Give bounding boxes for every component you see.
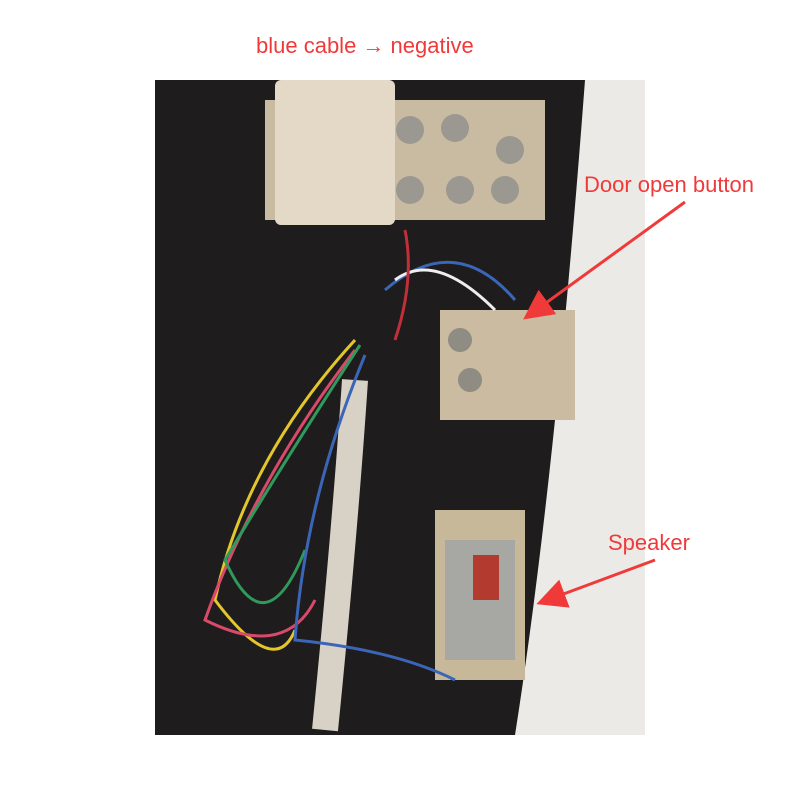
door-open-button-annotation: Door open button — [584, 172, 755, 197]
speaker-annotation: Speaker — [608, 530, 690, 555]
intercom-photo — [155, 80, 645, 735]
connector-plug — [275, 80, 395, 225]
grey-cable — [312, 379, 368, 732]
wires — [203, 229, 517, 682]
door-open-button — [440, 310, 575, 420]
blue-cable-annotation: blue cable → negative — [256, 33, 474, 58]
